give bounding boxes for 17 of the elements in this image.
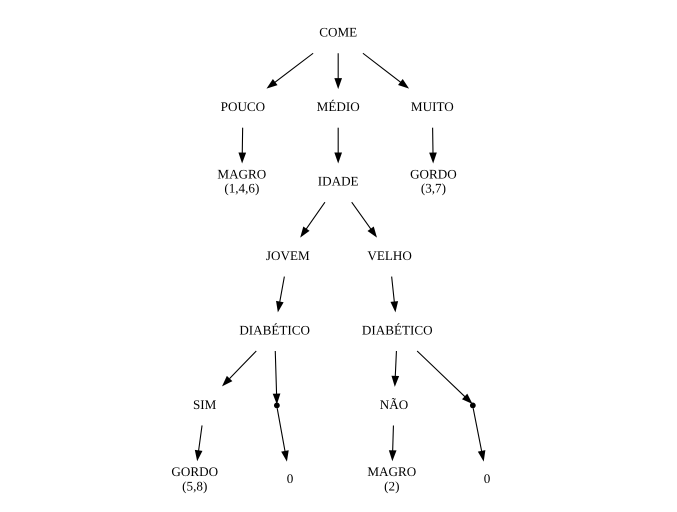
- node-text: COME: [318, 24, 357, 40]
- node-text: MUITO: [410, 98, 454, 114]
- node-text: GORDO (3,7): [410, 166, 456, 196]
- node-text: GORDO (5,8): [170, 464, 218, 493]
- node-text: MAGRO (1,4,6): [216, 166, 266, 196]
- node-text: VELHO: [366, 247, 412, 262]
- node-text: 0: [483, 470, 490, 486]
- node-text: JOVEM: [265, 247, 310, 262]
- node-text: 0: [286, 470, 293, 486]
- node-text: IDADE: [317, 172, 358, 188]
- node-text: SIM: [192, 396, 216, 412]
- node-text: POUCO: [220, 98, 265, 114]
- node-text: MAGRO (2): [366, 464, 416, 493]
- node-text: NÃO: [379, 396, 408, 412]
- node-text: MÉDIO: [316, 98, 360, 114]
- node-text: DIABÉTICO: [361, 322, 432, 337]
- node-text: DIABÉTICO: [238, 322, 310, 337]
